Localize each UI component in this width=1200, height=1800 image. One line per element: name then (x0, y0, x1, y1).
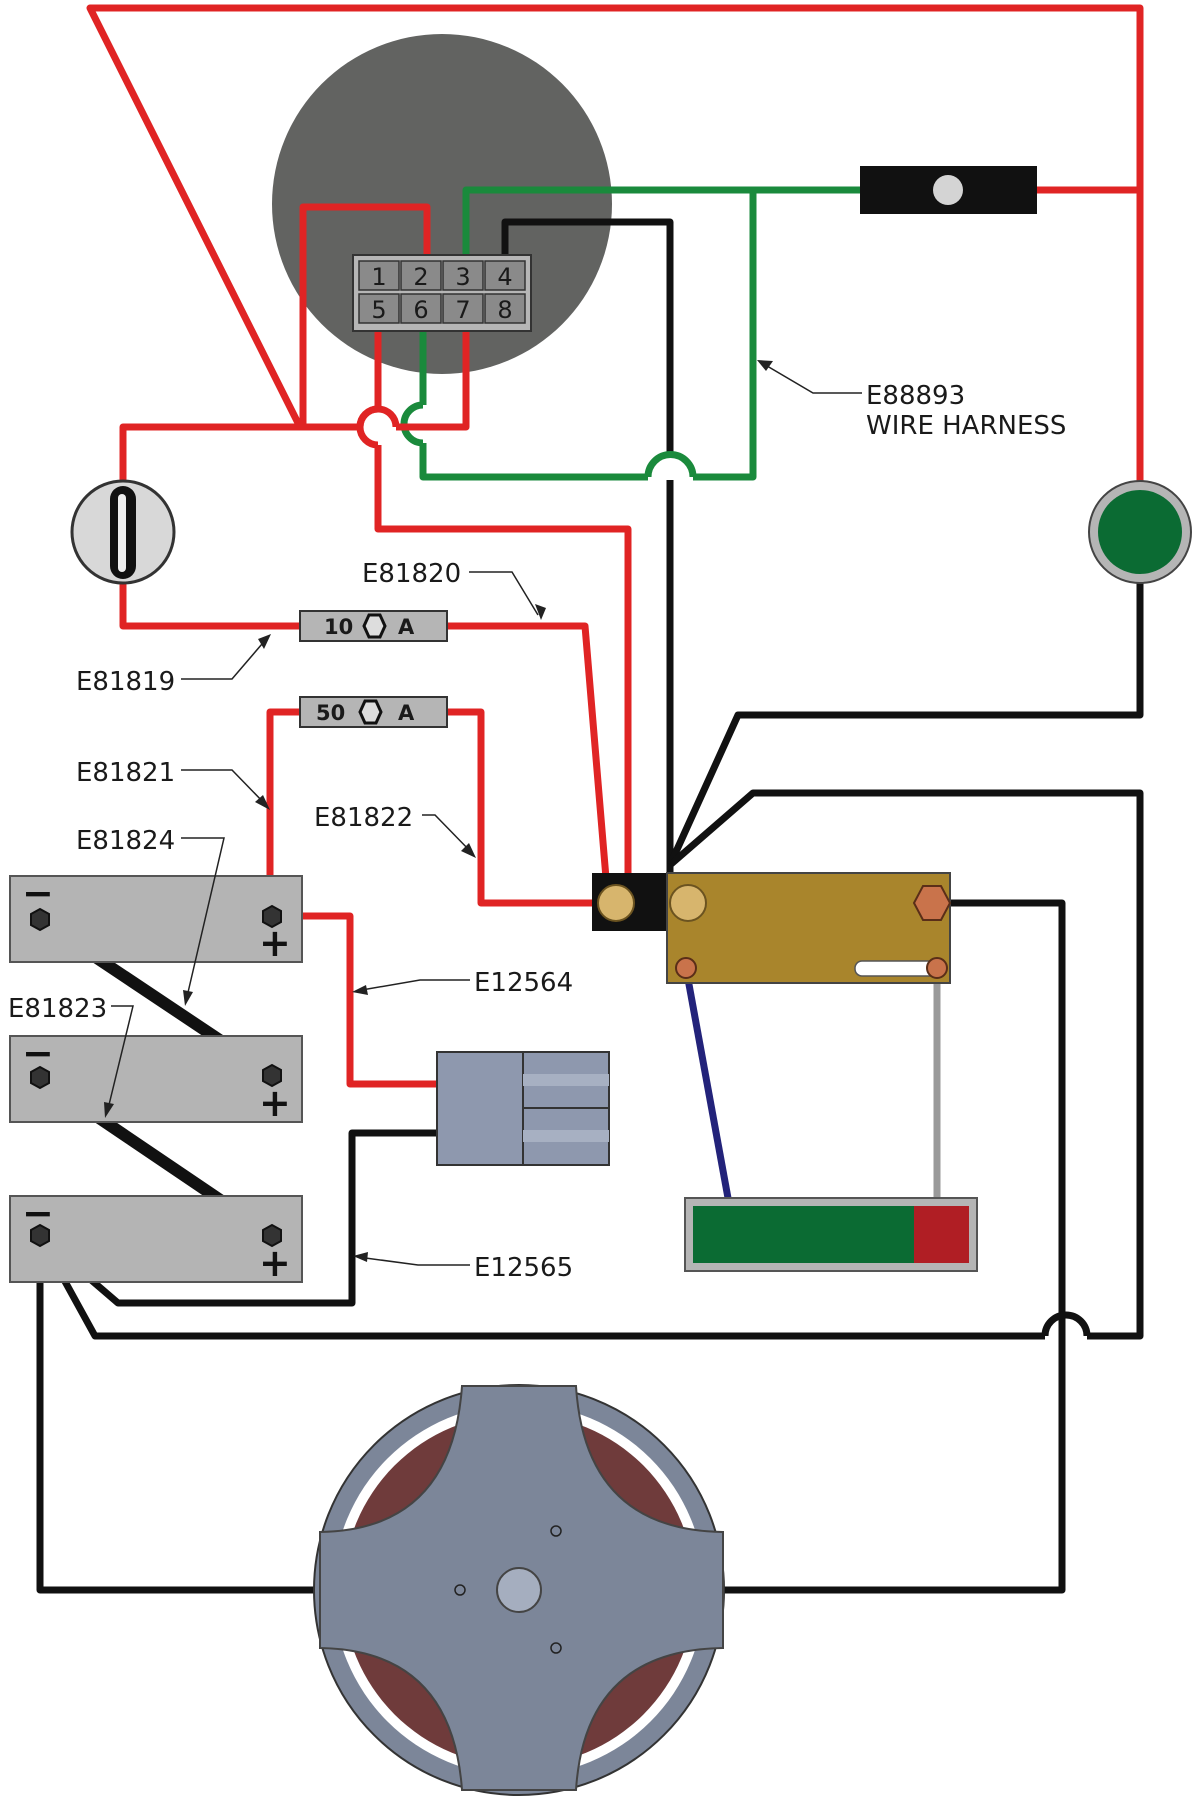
arrow-e81822 (461, 843, 476, 858)
wire-green-loop (419, 443, 648, 481)
pin-4: 4 (497, 263, 512, 291)
battery-2: − + (9, 1031, 303, 1125)
wire-top-red (86, 4, 1144, 482)
green-wires (419, 186, 860, 481)
pin-7: 7 (455, 296, 470, 324)
wire-hop-red-pin5 (356, 405, 379, 449)
fuse-10a-value: 10 (324, 615, 353, 639)
callout-e81819: E81819 (76, 667, 175, 697)
solenoid-icon (592, 872, 952, 984)
arrow-e81820 (535, 604, 546, 620)
leader-e81821 (181, 769, 268, 807)
battery-1-pos: + (259, 921, 291, 965)
wire-red-bus-right (396, 327, 470, 431)
wire-pin5-down (374, 445, 632, 878)
callout-leaders (106, 362, 862, 1266)
wire-branch-green (693, 190, 757, 481)
battery-1: − + (9, 871, 303, 965)
battery-3: − + (9, 1191, 303, 1285)
arrow-e88893 (757, 360, 773, 371)
arrow-e81821 (255, 795, 270, 810)
terminal-b3-neg (30, 1223, 50, 1248)
arrow-e12564 (352, 985, 368, 995)
red-wires (86, 4, 1144, 1088)
wire-motor-return (36, 1236, 320, 1594)
terminal-b1-pos (262, 904, 282, 929)
leader-e81823 (106, 1005, 134, 1114)
wire-red-bus-left (119, 423, 360, 482)
callout-e81820: E81820 (362, 559, 461, 589)
wire-pin4-ground (501, 218, 674, 455)
wire-e81820 (447, 622, 610, 879)
battery-terminals (30, 904, 282, 1248)
callout-e81822: E81822 (314, 803, 413, 833)
pin-2: 2 (413, 263, 428, 291)
arrow-e12565 (353, 1252, 368, 1262)
callout-e12565: E12565 (474, 1253, 573, 1283)
leader-e81824 (181, 837, 225, 1002)
arrow-e81819 (258, 634, 271, 649)
battery-icon (9, 875, 303, 963)
wire-e81822 (447, 708, 592, 907)
wire-pilot-ground (666, 582, 1144, 867)
leader-e81819 (181, 636, 269, 680)
callout-arrowheads (104, 360, 773, 1262)
fuse-10a-unit: A (398, 615, 415, 639)
wire-blue-meter (682, 967, 732, 1199)
key-switch-icon (70, 479, 176, 585)
pin-3: 3 (455, 263, 470, 291)
pin-5: 5 (371, 296, 386, 324)
battery-1-neg: − (22, 871, 54, 915)
terminal-b3-pos (262, 1223, 282, 1248)
leader-e81822 (422, 814, 474, 855)
leader-e81820 (469, 571, 539, 616)
plug-icon (436, 1051, 610, 1166)
fuse-50a-unit: A (398, 701, 415, 725)
arrow-e81824 (183, 990, 193, 1006)
callout-e81823: E81823 (8, 994, 107, 1024)
leader-e12564 (355, 979, 470, 992)
wire-e81821 (266, 708, 300, 908)
fuse-icon (358, 699, 383, 725)
wire-e81819 (119, 583, 300, 630)
fuse-10a: 10 A (299, 610, 448, 642)
leader-e88893 (761, 362, 862, 394)
terminal-b2-pos (262, 1063, 282, 1088)
pin-6: 6 (413, 296, 428, 324)
callout-e12564: E12564 (474, 968, 573, 998)
connector-top-row: 1 2 3 4 (358, 260, 526, 291)
motor-icon (313, 1384, 725, 1796)
battery-3-pos: + (259, 1241, 291, 1285)
battery-icon (9, 1195, 303, 1283)
battery-2-pos: + (259, 1081, 291, 1125)
charge-meter-icon (684, 1197, 978, 1272)
wire-hop-green-black (644, 451, 697, 478)
pin-8: 8 (497, 296, 512, 324)
terminal-b2-neg (30, 1065, 50, 1090)
wire-pin2-red (299, 203, 431, 427)
terminal-b1-neg (30, 907, 50, 932)
callout-e88893-desc: WIRE HARNESS (866, 411, 1066, 441)
harness-connector: 1 2 3 4 5 6 7 8 (352, 254, 532, 332)
inline-switch-icon (860, 166, 1037, 214)
wire-hop-bottom (1041, 1311, 1091, 1337)
callout-e81821: E81821 (76, 758, 175, 788)
leader-e12565 (357, 1256, 470, 1266)
pin-1: 1 (371, 263, 386, 291)
connector-bottom-row: 5 6 7 8 (358, 293, 526, 324)
wire-motor-feed (723, 899, 1066, 1594)
battery-icon (9, 1035, 303, 1123)
callout-e81824: E81824 (76, 826, 175, 856)
arrow-e81823 (104, 1102, 114, 1118)
pilot-light-icon (1088, 480, 1192, 584)
fuse-50a-value: 50 (316, 701, 345, 725)
fuse-icon (362, 613, 387, 639)
wire-e12564 (272, 912, 437, 1088)
wire-solenoid-loop (667, 789, 1144, 1340)
callout-e88893-part: E88893 (866, 381, 965, 411)
fuse-50a: 50 A (299, 696, 448, 728)
wire-pin3-green (462, 186, 860, 265)
